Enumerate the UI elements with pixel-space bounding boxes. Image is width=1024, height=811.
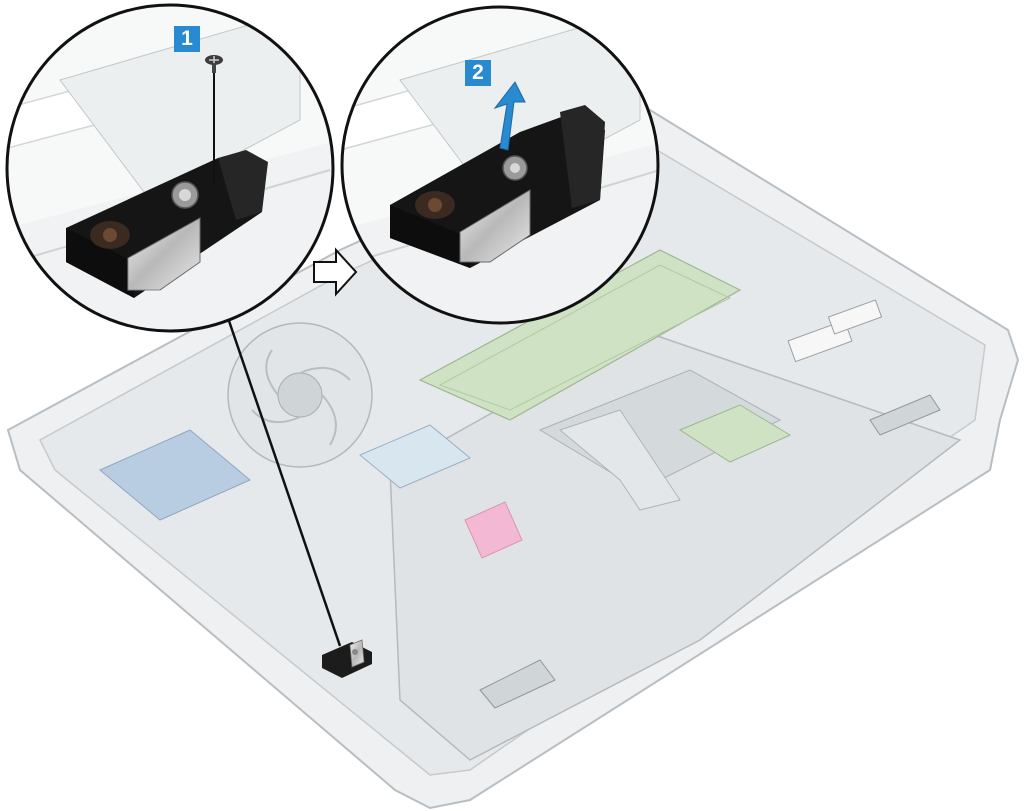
step-badge-1: 1 (174, 26, 200, 52)
system-fan (227, 322, 373, 468)
laptop-chassis (6, 108, 1020, 810)
step-badge-2: 2 (465, 60, 491, 86)
ssd-card (99, 429, 251, 521)
zoom-circle-left (5, 3, 335, 333)
callout-line (226, 317, 342, 647)
sim-bracket-in-place (322, 639, 372, 678)
label-white (787, 299, 883, 363)
screw-icon (205, 55, 223, 73)
label-pink (464, 501, 523, 559)
sim-bracket-zoomed-right (390, 105, 605, 268)
touchpad-board (678, 404, 792, 463)
arrow-up-icon (493, 81, 526, 151)
sim-bracket-zoomed-left (66, 150, 268, 298)
wlan-card (359, 424, 471, 489)
zoom-circle-right (340, 5, 660, 325)
flex-cable (558, 409, 681, 511)
arrow-right-outline-icon (313, 247, 358, 297)
speaker-port (479, 394, 941, 709)
